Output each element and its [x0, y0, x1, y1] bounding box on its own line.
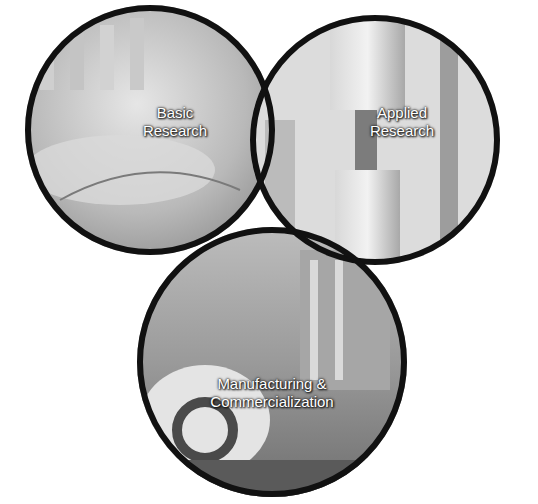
circle-label: Manufacturing & Commercialization — [192, 375, 352, 411]
circle-outline — [137, 227, 407, 497]
circle-label: Basic Research — [125, 104, 225, 140]
circle-border — [140, 230, 404, 494]
lab-photo — [20, 0, 280, 260]
circle-border — [28, 8, 272, 252]
venn-circle: Applied Research — [250, 15, 500, 265]
factory-photo — [135, 225, 410, 500]
venn-circle: Basic Research — [25, 5, 275, 255]
circle-outline — [250, 15, 500, 265]
venn-circle: Manufacturing & Commercialization — [137, 227, 407, 497]
circle-label: Applied Research — [352, 104, 452, 140]
circle-border — [253, 18, 497, 262]
